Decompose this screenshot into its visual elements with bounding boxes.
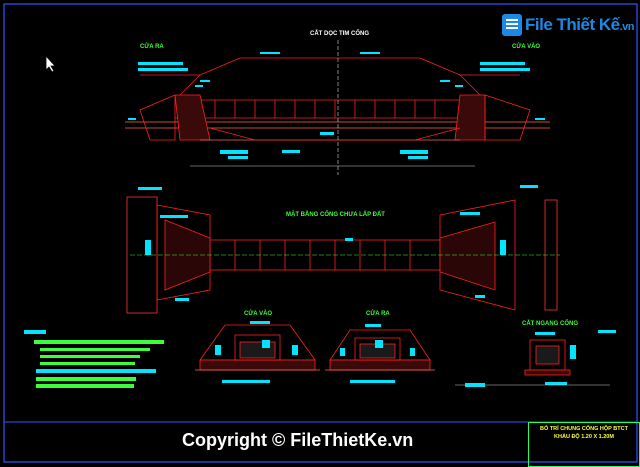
title-line-1: BỐ TRÍ CHUNG CỐNG HỘP BTCT	[540, 426, 628, 432]
plan-title-label: MẶT BẰNG CỐNG CHƯA LẤP ĐẤT	[286, 212, 385, 218]
longitudinal-section	[125, 57, 550, 141]
inlet-top-label: CỬA VÀO	[512, 44, 541, 50]
title-block: BỐ TRÍ CHUNG CỐNG HỘP BTCT KHẨU ĐỘ 1.20 …	[528, 422, 640, 467]
copyright-text: Copyright © FileThietKe.vn	[182, 430, 414, 450]
brand-name: File Thiết Kế	[525, 15, 620, 34]
notes-block	[24, 330, 164, 388]
document-icon	[502, 14, 522, 36]
brand-watermark: File Thiết Kế.vn	[502, 14, 634, 36]
inlet-elevation	[195, 324, 320, 371]
inlet-dims	[215, 321, 298, 383]
outlet-elevation-label: CỬA RA	[366, 311, 390, 317]
title-line-2: KHẨU ĐỘ 1.20 X 1.20M	[554, 434, 614, 440]
outlet-top-label: CỬA RA	[140, 44, 164, 50]
brand-tld: .vn	[619, 21, 635, 33]
section-title-label: CẮT DỌC TIM CỐNG	[310, 31, 369, 37]
outlet-dims	[340, 324, 415, 383]
mouse-cursor-icon	[45, 55, 56, 73]
dimension-annotations-top	[128, 52, 545, 159]
dimension-annotations-plan	[138, 185, 538, 301]
drawing-frame	[3, 3, 638, 463]
cross-section-label: CẮT NGANG CỐNG	[522, 321, 578, 327]
cross-dims	[535, 330, 616, 385]
plan-view	[126, 196, 558, 314]
inlet-elevation-label: CỬA VÀO	[244, 311, 273, 317]
cross-section	[524, 339, 571, 376]
